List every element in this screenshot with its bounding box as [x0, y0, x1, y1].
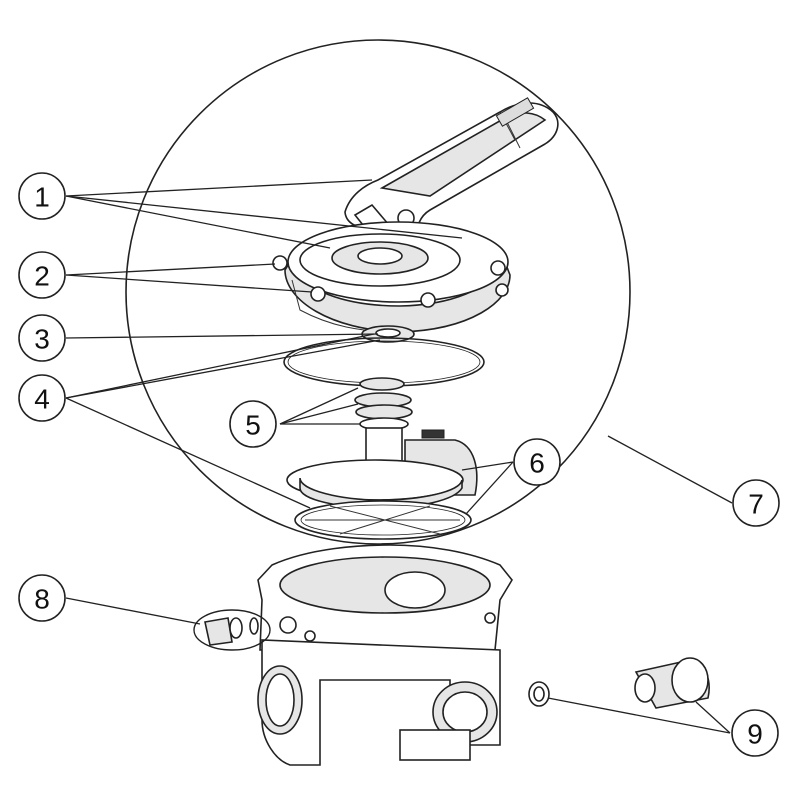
callout-6: 6 [513, 438, 561, 486]
lower-gasket [294, 500, 472, 540]
callout-6-label: 6 [529, 448, 545, 479]
leader-lines [65, 179, 733, 734]
callout-3-label: 3 [34, 324, 50, 355]
shaft-seals [354, 377, 413, 431]
callout-1-label: 1 [34, 182, 50, 213]
valve-body [257, 544, 513, 766]
callout-2-label: 2 [34, 261, 50, 292]
drain-plug-group [193, 609, 271, 651]
callout-3: 3 [18, 314, 66, 362]
rotor [286, 427, 478, 509]
callout-5: 5 [229, 400, 277, 448]
valve-cover [272, 221, 511, 333]
callout-4: 4 [18, 374, 66, 422]
callout-7: 7 [732, 479, 780, 527]
callout-5-label: 5 [245, 410, 261, 441]
callout-4-label: 4 [34, 384, 50, 415]
callout-9-label: 9 [747, 719, 763, 750]
union-connector [528, 657, 710, 709]
callout-2: 2 [18, 251, 66, 299]
callout-1: 1 [18, 172, 66, 220]
callout-8: 8 [18, 574, 66, 622]
top-assembly-circle [125, 39, 631, 545]
callout-7-label: 7 [748, 489, 764, 520]
callout-9: 9 [731, 709, 779, 757]
callout-8-label: 8 [34, 584, 50, 615]
